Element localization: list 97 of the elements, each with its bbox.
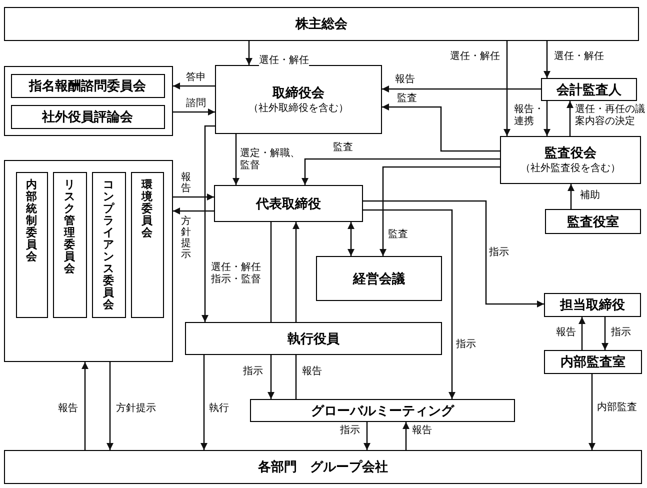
edge-label: 答申 xyxy=(186,72,206,84)
org-unit-box xyxy=(185,322,442,355)
org-unit-box xyxy=(10,74,164,98)
arrow xyxy=(202,125,215,322)
org-unit-box xyxy=(214,185,363,222)
arrow xyxy=(380,166,500,256)
arrow xyxy=(382,104,500,152)
arrow xyxy=(544,41,550,78)
arrow xyxy=(588,374,596,450)
edge-label: 指示 xyxy=(611,327,631,339)
group-frame xyxy=(4,66,173,136)
unit-note: （社外取締役を含む） xyxy=(248,102,348,114)
edge-label: 内部監査 xyxy=(597,402,637,414)
connector-line xyxy=(295,355,297,399)
unit-note: （社外監査役を含む） xyxy=(520,163,620,175)
edge-label: 監査 xyxy=(333,142,353,154)
org-unit-box xyxy=(545,209,641,234)
arrow xyxy=(106,362,114,450)
edge-label: 選任・解任指示・監督 xyxy=(211,262,261,286)
unit-name: 代表取締役 xyxy=(256,196,321,212)
org-unit-box xyxy=(316,256,442,301)
arrow xyxy=(363,200,544,308)
unit-name: 指名報酬諮問委員会 xyxy=(29,78,146,94)
unit-name: 担当取締役 xyxy=(560,297,625,313)
connector-line xyxy=(270,222,272,322)
edge-label: 報告 xyxy=(395,74,415,86)
unit-name: 内部監査室 xyxy=(560,354,626,370)
unit-name: 会計監査人 xyxy=(556,82,622,98)
edge-label: 指示 xyxy=(456,339,476,351)
arrow xyxy=(363,209,456,399)
edge-label: 報告 xyxy=(181,172,191,194)
org-unit-box xyxy=(541,78,637,101)
group-frame xyxy=(4,160,173,362)
arrow xyxy=(602,317,608,350)
arrow xyxy=(402,422,410,450)
arrow xyxy=(82,362,88,450)
org-unit-box xyxy=(544,293,641,317)
edge-label: 指示 xyxy=(340,425,360,437)
edge-label: 執行 xyxy=(209,403,229,415)
org-unit-box xyxy=(10,104,164,128)
arrow xyxy=(246,41,252,65)
org-unit-box xyxy=(215,65,382,134)
arrow xyxy=(504,41,510,136)
org-unit-box xyxy=(130,172,164,318)
edge-label: 報告 xyxy=(58,403,78,415)
arrow xyxy=(173,82,215,90)
org-unit-box xyxy=(52,172,86,318)
arrow xyxy=(568,184,574,209)
org-unit-box xyxy=(4,450,642,484)
arrow xyxy=(292,222,300,322)
arrow xyxy=(173,108,215,116)
committee-name: 環境委員会 xyxy=(142,178,152,239)
org-unit-box xyxy=(544,350,642,374)
unit-name: 株主総会 xyxy=(296,16,348,32)
edge-label: 選任・解任 xyxy=(554,51,604,63)
unit-name: 経営会議 xyxy=(353,270,405,286)
unit-name: グローバルミーティング xyxy=(311,402,454,418)
arrow xyxy=(302,158,500,185)
edge-label: 報告 xyxy=(412,425,432,437)
edge-label: 選任・解任 xyxy=(450,51,500,63)
arrow xyxy=(268,355,274,399)
unit-name: 監査役会 xyxy=(544,145,596,161)
committee-name: 内部統制委員会 xyxy=(26,178,37,264)
edge-label: 指示 xyxy=(243,366,263,378)
edge-label: 報告 xyxy=(556,327,576,339)
edge-label: 報告 xyxy=(302,366,322,378)
unit-name: 執行役員 xyxy=(288,330,340,346)
arrow xyxy=(232,134,240,185)
org-unit-box xyxy=(500,136,641,184)
org-unit-box xyxy=(250,399,515,422)
org-unit-box xyxy=(4,7,639,41)
edge-label: 監査 xyxy=(388,229,408,241)
edge-label: 監査 xyxy=(397,93,417,105)
arrow xyxy=(382,86,541,92)
arrow xyxy=(544,101,550,136)
arrow xyxy=(173,208,214,214)
unit-name: 社外役員評論会 xyxy=(42,108,133,124)
org-unit-box xyxy=(92,172,126,318)
committee-name: リスク管理委員会 xyxy=(64,178,75,276)
org-unit-box xyxy=(16,172,48,318)
unit-name: 各部門 グループ会社 xyxy=(258,459,388,475)
edge-label: 方針提示 xyxy=(116,403,156,415)
arrow xyxy=(566,101,574,136)
edge-label: 諮問 xyxy=(186,98,206,110)
arrow xyxy=(200,355,208,450)
edge-label: 選任・再任の議案内容の決定 xyxy=(575,104,645,128)
arrow xyxy=(348,222,354,256)
edge-label: 指示 xyxy=(489,247,509,259)
arrow xyxy=(173,194,214,200)
committee-name: コンプライアンス委員会 xyxy=(103,178,114,312)
edge-label: 選任・解任 xyxy=(259,55,309,67)
edge-label: 方針提示 xyxy=(181,216,191,260)
unit-name: 取締役会 xyxy=(272,84,324,100)
unit-name: 監査役室 xyxy=(567,214,619,230)
edge-label: 補助 xyxy=(580,190,600,202)
arrow xyxy=(578,317,586,350)
arrow xyxy=(364,422,370,450)
